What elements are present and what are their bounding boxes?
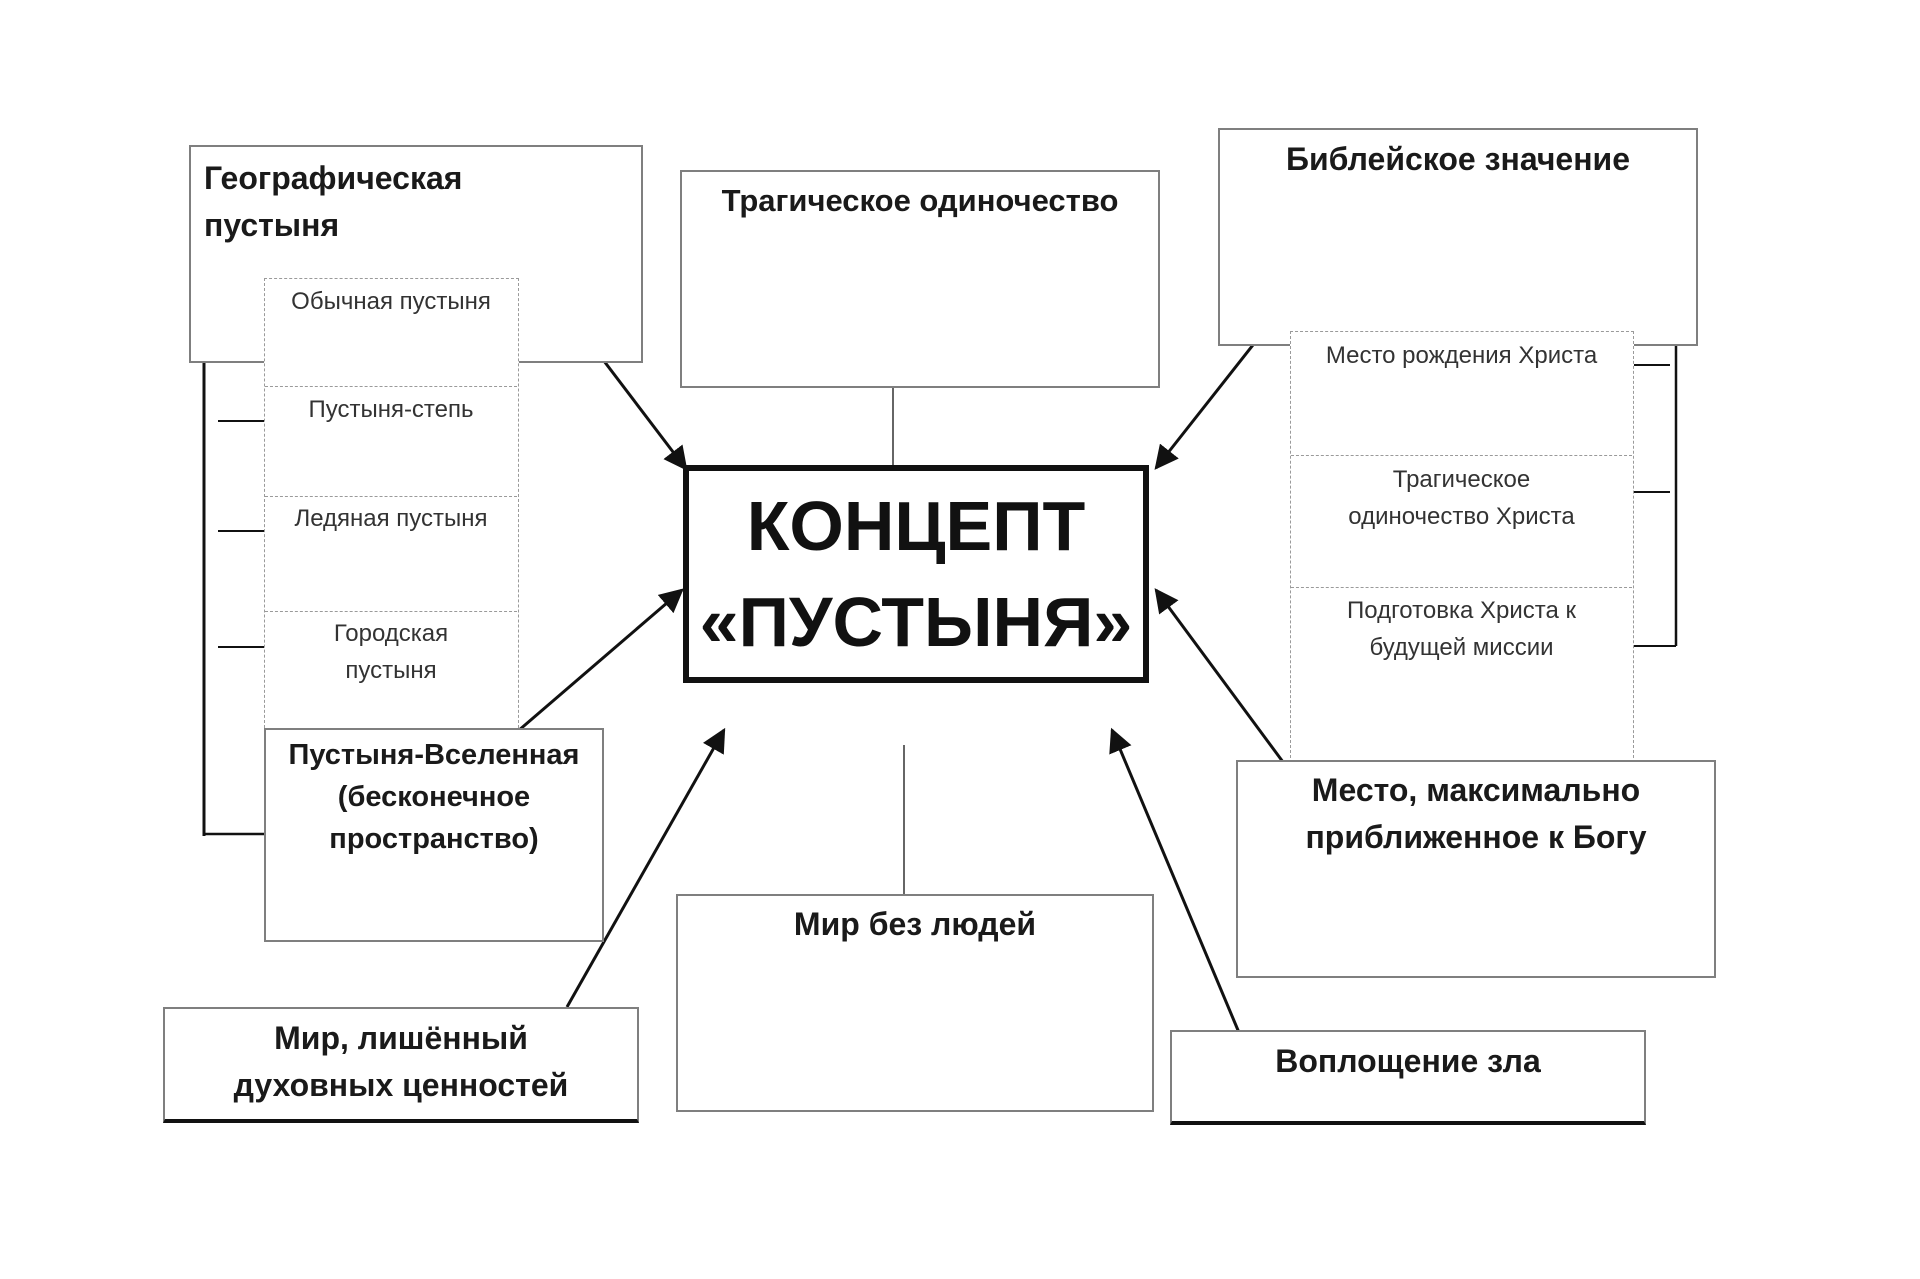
- desert-universe-line-1: Пустыня-Вселенная: [288, 739, 580, 771]
- world-without-people-title: Мир без людей: [793, 906, 1037, 942]
- biblical-meaning-box: Библейское значение: [1218, 128, 1698, 346]
- subtype-urban-label-1: Городская: [333, 620, 449, 647]
- tragic-loneliness-title: Трагическое одиночество: [721, 183, 1119, 218]
- spiritless-world-line-1: Мир, лишённый: [274, 1020, 528, 1056]
- subtype-christ-loneliness: Трагическое одиночество Христа: [1291, 456, 1632, 588]
- subtype-christ-loneliness-label-2: одиночество Христа: [1348, 503, 1575, 530]
- concept-desert-center-box: КОНЦЕПТ «ПУСТЫНЯ»: [683, 465, 1149, 683]
- subtype-icy-label: Ледяная пустыня: [294, 505, 488, 532]
- embodiment-of-evil-title: Воплощение зла: [1275, 1043, 1541, 1079]
- subtype-ordinary-label: Обычная пустыня: [291, 288, 491, 315]
- biblical-meaning-title: Библейское значение: [1285, 141, 1631, 177]
- closest-to-god-box: Место, максимально приближенное к Богу: [1236, 760, 1716, 978]
- closest-to-god-line-1: Место, максимально: [1311, 772, 1641, 808]
- subtype-christ-mission-label-1: Подготовка Христа к: [1347, 597, 1576, 624]
- subtype-christ-mission: Подготовка Христа к будущей миссии: [1291, 588, 1632, 762]
- geographic-subtypes-column: Обычная пустыня Пустыня-степь Ледяная пу…: [264, 278, 519, 733]
- biblical-subtypes-column: Место рождения Христа Трагическое одиноч…: [1290, 331, 1634, 763]
- subtype-icy-desert: Ледяная пустыня: [265, 497, 517, 612]
- subtype-christ-loneliness-label-1: Трагическое: [1392, 466, 1531, 493]
- desert-universe-line-3: пространство): [329, 823, 539, 855]
- concept-title-line-2: «ПУСТЫНЯ»: [699, 583, 1133, 661]
- subtype-steppe-label: Пустыня-степь: [308, 396, 474, 423]
- world-without-people-box: Мир без людей: [676, 894, 1154, 1112]
- embodiment-of-evil-box: Воплощение зла: [1170, 1030, 1646, 1125]
- subtype-urban-desert: Городская пустыня: [265, 612, 517, 732]
- subtype-steppe-desert: Пустыня-степь: [265, 387, 517, 497]
- subtype-christ-birthplace: Место рождения Христа: [1291, 332, 1632, 456]
- concept-title-line-1: КОНЦЕПТ: [746, 487, 1086, 565]
- subtype-christ-birthplace-label: Место рождения Христа: [1325, 342, 1598, 369]
- subtype-christ-mission-label-2: будущей миссии: [1369, 634, 1554, 661]
- tragic-loneliness-box: Трагическое одиночество: [680, 170, 1160, 388]
- arrow-closest-to-center: [1154, 588, 1285, 763]
- desert-universe-box: Пустыня-Вселенная (бесконечное пространс…: [264, 728, 604, 942]
- arrow-universe-to-center: [517, 588, 684, 733]
- closest-to-god-line-2: приближенное к Богу: [1305, 819, 1647, 855]
- subtype-urban-label-2: пустыня: [345, 657, 437, 684]
- desert-universe-line-2: (бесконечное: [337, 781, 531, 813]
- subtype-ordinary-desert: Обычная пустыня: [265, 279, 517, 387]
- spiritless-world-box: Мир, лишённый духовных ценностей: [163, 1007, 639, 1123]
- geographic-desert-title-2: пустыня: [204, 207, 340, 243]
- spiritless-world-line-2: духовных ценностей: [233, 1067, 569, 1103]
- geographic-desert-title-1: Географическая: [204, 160, 463, 196]
